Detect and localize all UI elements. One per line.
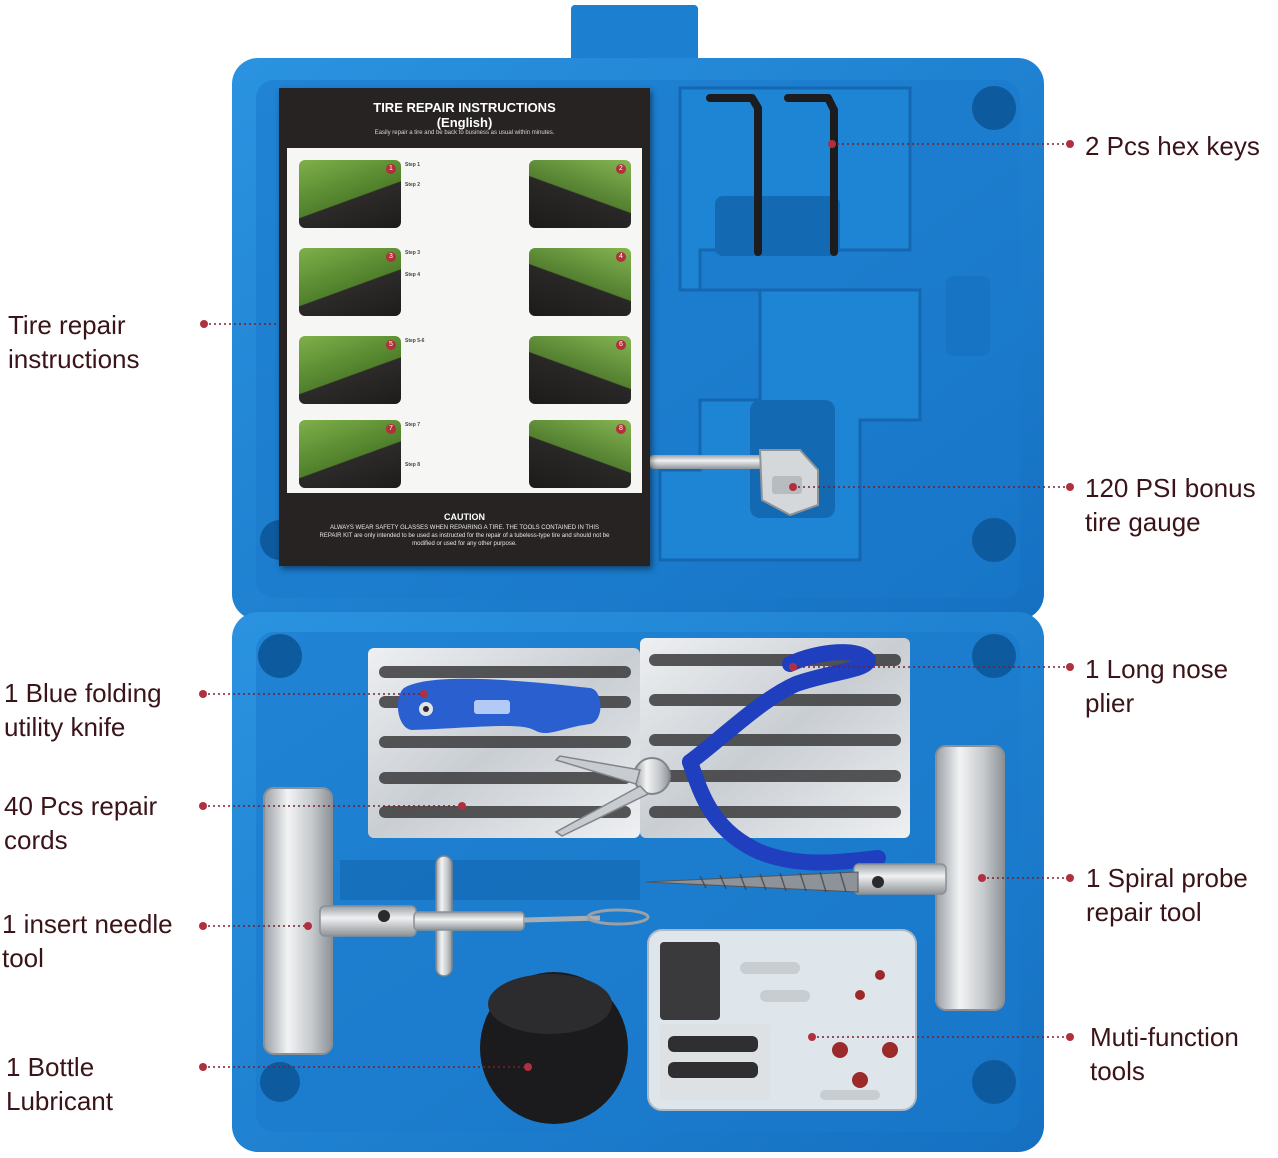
lid-corner-hole [972, 86, 1016, 130]
lubricant-bottle [480, 972, 628, 1124]
step-number: 7 [386, 424, 396, 434]
callout-line: 40 Pcs repair [4, 791, 158, 821]
step-text: Step 7 [405, 422, 525, 429]
callout-spiral-probe: 1 Spiral probe repair tool [1086, 861, 1248, 929]
hex-key [706, 94, 762, 256]
step-photo: 2 [529, 160, 631, 228]
callout-instructions: Tire repair instructions [8, 308, 140, 376]
step-photo: 8 [529, 420, 631, 488]
instruction-title: TIRE REPAIR INSTRUCTIONS (English) [279, 100, 650, 130]
step-number: 5 [386, 340, 396, 350]
step-text: Step 1 [405, 162, 525, 169]
callout-line: Muti-function [1090, 1022, 1239, 1052]
callout-repair-cords: 40 Pcs repair cords [4, 789, 157, 857]
callout-line: tire gauge [1085, 507, 1201, 537]
step-text: Step 8 [405, 462, 525, 469]
instruction-steps-panel: 1 2 Step 1 Step 2 3 4 Step 3 Step 4 5 6 … [287, 148, 642, 493]
step-label: Step 5-6 [405, 338, 425, 344]
step-label: Step 2 [405, 182, 421, 188]
instruction-tagline: Easily repair a tire and be back to busi… [374, 130, 555, 136]
step-label: Step 8 [405, 462, 421, 468]
hex-key [784, 94, 838, 256]
instruction-title-text: TIRE REPAIR INSTRUCTIONS [373, 100, 556, 115]
base-corner-hole [972, 1060, 1016, 1104]
step-photo: 4 [529, 248, 631, 316]
step-label: Step 1 [405, 162, 421, 168]
spiral-probe-tool [645, 745, 1005, 1011]
case-latch [571, 5, 698, 63]
step-text: Step 4 [405, 272, 525, 279]
lid-corner-hole [972, 518, 1016, 562]
caution-title: CAUTION [444, 512, 485, 522]
callout-line: Lubricant [6, 1086, 113, 1116]
utility-knife [397, 678, 601, 734]
step-text: Step 2 [405, 182, 525, 189]
callout-hex-keys: 2 Pcs hex keys [1085, 129, 1260, 163]
step-photo: 7 [299, 420, 401, 488]
step-label: Step 3 [405, 250, 421, 256]
tire-gauge [650, 449, 819, 517]
step-text: Step 5-6 [405, 338, 525, 345]
base-corner-hole [258, 634, 302, 678]
callout-line: 1 Blue folding [4, 678, 162, 708]
callout-line: repair tool [1086, 897, 1202, 927]
callout-line: cords [4, 825, 68, 855]
callout-dots [199, 140, 1074, 1071]
step-text: Step 3 [405, 250, 525, 257]
callout-lubricant: 1 Bottle Lubricant [6, 1050, 113, 1118]
callout-line: Tire repair [8, 310, 126, 340]
callout-line: 1 insert needle [2, 909, 173, 939]
step-number: 2 [616, 164, 626, 174]
step-number: 6 [616, 340, 626, 350]
callout-multi-function-tools: Muti-function tools [1090, 1020, 1239, 1088]
hex-keys [706, 94, 838, 256]
callout-line: 1 Long nose [1085, 654, 1229, 684]
step-label: Step 7 [405, 422, 421, 428]
instruction-sheet: TIRE REPAIR INSTRUCTIONS (English) Easil… [279, 88, 650, 566]
step-photo: 5 [299, 336, 401, 404]
step-number: 3 [386, 252, 396, 262]
callout-line: plier [1085, 688, 1135, 718]
callout-long-nose-plier: 1 Long nose plier [1085, 652, 1228, 720]
callout-tire-gauge: 120 PSI bonus tire gauge [1085, 471, 1256, 539]
multi-function-tools-box [647, 929, 917, 1111]
insert-needle-tool [263, 787, 650, 1055]
step-number: 4 [616, 252, 626, 262]
callout-line: instructions [8, 344, 140, 374]
callout-line: tool [2, 943, 44, 973]
instruction-subtitle: (English) [436, 115, 493, 130]
callout-line: tools [1090, 1056, 1145, 1086]
step-number: 8 [616, 424, 626, 434]
callout-line: 1 Bottle [6, 1052, 95, 1082]
step-label: Step 4 [405, 272, 421, 278]
step-number: 1 [386, 164, 396, 174]
callout-hex-keys-text: 2 Pcs hex keys [1085, 131, 1260, 161]
callout-utility-knife: 1 Blue folding utility knife [4, 676, 162, 744]
step-photo: 3 [299, 248, 401, 316]
base-corner-hole [972, 634, 1016, 678]
step-photo: 6 [529, 336, 631, 404]
callout-line: 1 Spiral probe [1086, 863, 1248, 893]
callout-line: utility knife [4, 712, 126, 742]
base-corner-hole [260, 1062, 300, 1102]
callout-line: 120 PSI bonus [1085, 473, 1256, 503]
long-nose-plier [554, 644, 886, 871]
caution-text: ALWAYS WEAR SAFETY GLASSES WHEN REPAIRIN… [319, 525, 610, 547]
callout-insert-needle: 1 insert needle tool [2, 907, 173, 975]
step-photo: 1 [299, 160, 401, 228]
